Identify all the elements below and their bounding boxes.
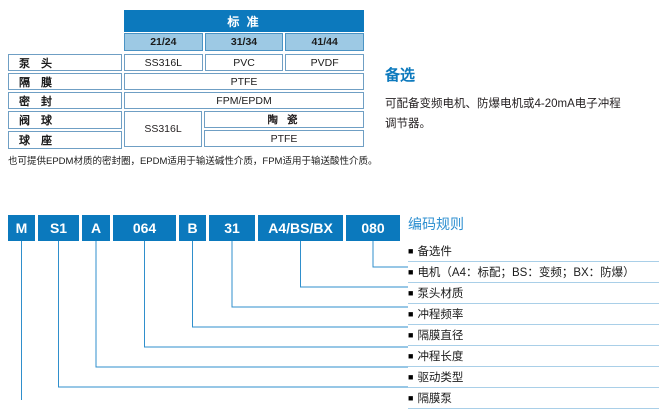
sub-header-cell-1: 31/34 — [204, 33, 284, 51]
legend-item-label: 冲程长度 — [417, 351, 464, 363]
connector-line-a — [95, 241, 408, 368]
square-bullet-icon: ■ — [408, 330, 414, 340]
legend-item-2: ■泵头材质 — [408, 283, 659, 304]
options-title: 备选 — [385, 67, 416, 84]
square-bullet-icon: ■ — [408, 288, 414, 298]
row-label-valve-ball: 阀 球 — [8, 111, 122, 129]
legend-item-label: 隔膜直径 — [417, 330, 464, 342]
legend-item-5: ■冲程长度 — [408, 346, 659, 367]
cell-pump-head-0: SS316L — [124, 54, 203, 71]
legend-item-label: 驱动类型 — [417, 372, 464, 384]
code-block-m[interactable]: M — [8, 215, 35, 241]
legend-panel: 编码规则 ■备选件■电机（A4：标配；BS：变频；BX：防爆）■泵头材质■冲程频… — [408, 214, 659, 409]
connector-line-064 — [144, 241, 408, 348]
legend-item-7: ■隔膜泵 — [408, 388, 659, 409]
square-bullet-icon: ■ — [408, 393, 414, 403]
table-row: 隔 膜 PTFE — [8, 73, 364, 90]
square-bullet-icon: ■ — [408, 267, 414, 277]
cell-pump-head-1: PVC — [204, 54, 284, 71]
cell-valve-ball-ss316l: SS316L — [124, 111, 202, 147]
cell-ball-seat-ptfe: PTFE — [204, 130, 364, 147]
legend-item-0: ■备选件 — [408, 241, 659, 262]
legend-item-4: ■隔膜直径 — [408, 325, 659, 346]
code-block-b[interactable]: B — [179, 215, 206, 241]
legend-title: 编码规则 — [408, 216, 464, 232]
connector-line-31 — [231, 241, 408, 308]
legend-items: ■备选件■电机（A4：标配；BS：变频；BX：防爆）■泵头材质■冲程频率■隔膜直… — [408, 241, 659, 409]
table-body: 泵 头 SS316L PVC PVDF 隔 膜 PTFE 密 封 FPM/EPD… — [8, 54, 365, 149]
cell-valve-ball-ceramic: 陶 瓷 — [204, 111, 364, 128]
table-sub-header-row: 21/24 31/34 41/44 — [124, 33, 365, 51]
connector-line-a4-bs-bx — [300, 241, 408, 288]
table-row: 密 封 FPM/EPDM — [8, 92, 364, 109]
legend-item-3: ■冲程频率 — [408, 304, 659, 325]
legend-item-1: ■电机（A4：标配；BS：变频；BX：防爆） — [408, 262, 659, 283]
table-split-block: 阀 球 球 座 SS316L 陶 瓷 PTFE — [8, 111, 364, 149]
code-block-064[interactable]: 064 — [113, 215, 176, 241]
code-block-a4-bs-bx[interactable]: A4/BS/BX — [258, 215, 343, 241]
square-bullet-icon: ■ — [408, 309, 414, 319]
table-footnote: 也可提供EPDM材质的密封圈，EPDM适用于输送碱性介质，FPM适用于输送酸性介… — [8, 156, 378, 167]
row-label-ball-seat: 球 座 — [8, 131, 122, 149]
connector-line-080 — [372, 241, 408, 268]
cell-seal-all: FPM/EPDM — [124, 92, 364, 109]
legend-item-label: 电机（A4：标配；BS：变频；BX：防爆） — [417, 267, 635, 279]
code-block-080[interactable]: 080 — [346, 215, 400, 241]
connector-line-m — [21, 241, 22, 400]
cell-pump-head-2: PVDF — [285, 54, 365, 71]
legend-item-label: 泵头材质 — [417, 288, 464, 300]
code-block-31[interactable]: 31 — [209, 215, 255, 241]
options-body: 可配备变频电机、防爆电机或4-20mA电子冲程调节器。 — [385, 98, 621, 131]
row-label-seal: 密 封 — [8, 92, 122, 109]
square-bullet-icon: ■ — [408, 372, 414, 382]
row-label-diaphragm: 隔 膜 — [8, 73, 122, 90]
legend-item-6: ■驱动类型 — [408, 367, 659, 388]
row-label-pump-head: 泵 头 — [8, 54, 122, 71]
legend-item-label: 隔膜泵 — [417, 393, 452, 405]
table-row: 泵 头 SS316L PVC PVDF — [8, 54, 365, 71]
options-panel: 备选 可配备变频电机、防爆电机或4-20mA电子冲程调节器。 — [385, 64, 650, 134]
square-bullet-icon: ■ — [408, 351, 414, 361]
legend-item-label: 冲程频率 — [417, 309, 464, 321]
connector-line-s1 — [58, 241, 408, 388]
code-block-s1[interactable]: S1 — [38, 215, 79, 241]
cell-diaphragm-all: PTFE — [124, 73, 364, 90]
square-bullet-icon: ■ — [408, 246, 414, 256]
legend-item-label: 备选件 — [417, 246, 452, 258]
sub-header-cell-0: 21/24 — [124, 33, 203, 51]
connector-line-b — [192, 241, 408, 328]
split-values: 陶 瓷 PTFE — [204, 111, 364, 147]
split-labels: 阀 球 球 座 — [8, 111, 122, 149]
sub-header-cell-2: 41/44 — [285, 33, 365, 51]
code-block-a[interactable]: A — [82, 215, 110, 241]
table-header-standard: 标 准 — [124, 10, 364, 32]
